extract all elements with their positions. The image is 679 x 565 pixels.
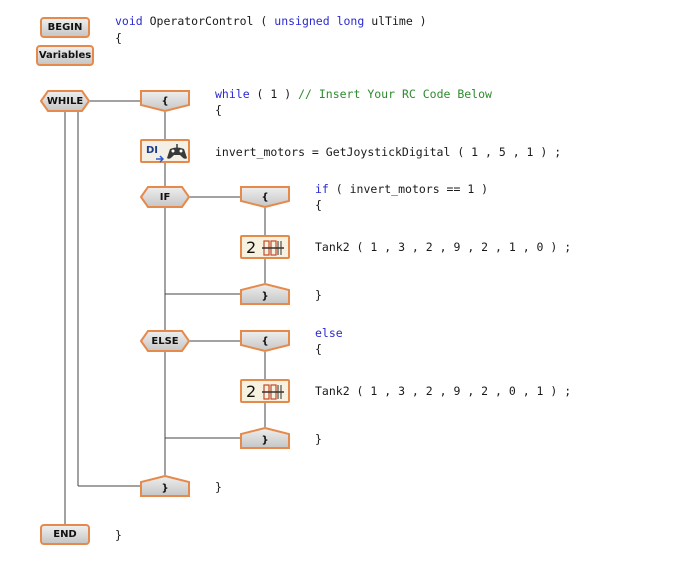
while-close-brace-code: }	[215, 480, 222, 494]
else-open-brace-block[interactable]: {	[240, 330, 290, 352]
function-open-brace: {	[115, 31, 122, 45]
function-name: OperatorControl (	[142, 14, 275, 28]
else-block[interactable]: ELSE	[140, 330, 190, 352]
while-comment: // Insert Your RC Code Below	[298, 87, 492, 101]
else-close-brace-block[interactable]: }	[240, 427, 290, 449]
if-close-brace-block[interactable]: }	[240, 283, 290, 305]
void-keyword: void	[115, 14, 143, 28]
else-open-brace-label: {	[261, 335, 269, 347]
if-condition: ( invert_motors == 1 )	[328, 182, 489, 196]
while-open-brace-code: {	[215, 103, 222, 117]
while-open-brace-label: {	[161, 95, 169, 107]
if-statement: if ( invert_motors == 1 )	[315, 182, 488, 196]
tank-statement-1: Tank2 ( 1 , 3 , 2 , 9 , 2 , 1 , 0 ) ;	[315, 240, 572, 254]
while-block[interactable]: WHILE	[40, 90, 90, 112]
type-keyword: unsigned long	[274, 14, 365, 28]
while-keyword: while	[215, 87, 250, 101]
else-keyword: else	[315, 326, 343, 340]
while-condition: ( 1 )	[249, 87, 299, 101]
gamepad-icon	[167, 144, 187, 159]
motor-pair-icon	[262, 384, 284, 400]
if-label: IF	[159, 191, 171, 203]
begin-label: BEGIN	[47, 22, 83, 33]
if-open-brace-block[interactable]: {	[240, 186, 290, 208]
end-block[interactable]: END	[40, 524, 90, 545]
while-label: WHILE	[46, 95, 84, 107]
begin-block[interactable]: BEGIN	[40, 17, 90, 38]
else-label: ELSE	[151, 335, 179, 347]
while-open-brace-block[interactable]: {	[140, 90, 190, 112]
digital-input-label: DI	[146, 145, 159, 156]
variables-label: Variables	[38, 50, 92, 61]
function-signature: void OperatorControl ( unsigned long ulT…	[115, 14, 427, 28]
end-label: END	[53, 529, 77, 540]
else-close-brace-label: }	[261, 434, 269, 446]
tank-motor-block-1[interactable]: 2	[240, 235, 290, 259]
function-param: ulTime )	[364, 14, 427, 28]
while-statement: while ( 1 ) // Insert Your RC Code Below	[215, 87, 492, 101]
variables-block[interactable]: Variables	[36, 45, 94, 66]
tank-motor-block-2[interactable]: 2	[240, 379, 290, 403]
else-statement: else	[315, 326, 343, 340]
if-close-brace-code: }	[315, 288, 322, 302]
else-close-brace-code: }	[315, 432, 322, 446]
if-open-brace-code: {	[315, 198, 322, 212]
tank-statement-2: Tank2 ( 1 , 3 , 2 , 9 , 2 , 0 , 1 ) ;	[315, 384, 572, 398]
tank-count-label-1: 2	[246, 238, 257, 257]
if-keyword: if	[315, 182, 329, 196]
if-block[interactable]: IF	[140, 186, 190, 208]
while-close-brace-label: }	[161, 482, 169, 494]
joystick-digital-block[interactable]: DI	[140, 139, 190, 163]
if-close-brace-label: }	[261, 290, 269, 302]
tank-count-label-2: 2	[246, 382, 257, 401]
if-open-brace-label: {	[261, 191, 269, 203]
joystick-statement: invert_motors = GetJoystickDigital ( 1 ,…	[215, 145, 562, 159]
else-open-brace-code: {	[315, 342, 322, 356]
function-close-brace: }	[115, 528, 122, 542]
while-close-brace-block[interactable]: }	[140, 475, 190, 497]
arrow-icon	[156, 155, 164, 163]
motor-pair-icon	[262, 240, 284, 256]
